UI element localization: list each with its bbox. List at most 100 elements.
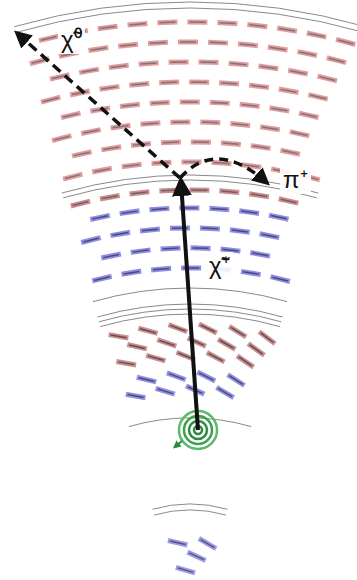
sensor-strip: [137, 377, 156, 382]
sensor-strip: [268, 47, 288, 50]
sensor-strip: [241, 165, 261, 168]
spiral-arrow: [176, 441, 182, 446]
sensor-strip: [41, 97, 60, 102]
sensor-core: [123, 271, 139, 274]
sensor-core: [193, 247, 209, 249]
sensor-strip: [189, 79, 209, 84]
sensor-core: [158, 389, 173, 394]
sensor-strip: [61, 113, 81, 117]
sensor-strip: [217, 23, 237, 24]
sensor-strip: [200, 225, 220, 231]
sensor-strip: [207, 352, 225, 361]
sensor-strip: [191, 139, 211, 144]
sensor-core: [199, 373, 213, 380]
sensor-strip: [288, 70, 308, 74]
sensor-core: [122, 211, 138, 213]
sensor-strip: [218, 339, 235, 349]
sensor-core: [102, 196, 118, 199]
sensor-strip: [120, 211, 140, 214]
chargino-track: [181, 182, 198, 430]
sensor-strip: [187, 552, 205, 560]
sensor-core: [271, 108, 287, 111]
sensor-core: [202, 227, 218, 229]
neutralino-track: [18, 34, 180, 178]
sensor-core: [223, 143, 239, 144]
sensor-strip: [216, 387, 233, 397]
sensor-strip: [110, 232, 130, 235]
sensor-core: [242, 104, 258, 106]
sensor-strip: [100, 86, 120, 89]
sensor-strip: [159, 188, 179, 194]
sensor-core: [92, 216, 108, 219]
sensor-core: [243, 272, 259, 275]
sensor-core: [73, 202, 89, 206]
sensor-strip: [178, 39, 198, 44]
sensor-strip: [168, 541, 188, 545]
sensor-core: [171, 61, 187, 63]
sensor-core: [260, 66, 276, 68]
sensor-strip: [229, 326, 246, 337]
sensor-core: [81, 69, 97, 72]
sensor-strip: [239, 211, 259, 214]
sensor-strip: [170, 119, 190, 124]
sensor-core: [261, 333, 274, 343]
sensor-core: [94, 277, 110, 281]
sensor-strip: [318, 76, 337, 81]
sensor-core: [142, 229, 158, 231]
sensor-strip: [118, 44, 138, 46]
sensor-core: [111, 65, 127, 67]
sensor-core: [191, 81, 207, 83]
sensor-core: [189, 21, 205, 23]
sensor-core: [83, 238, 99, 242]
sensor-strip: [170, 225, 190, 230]
sensor-strip: [187, 19, 207, 24]
sensor-core: [128, 395, 144, 398]
sensor-core: [65, 175, 81, 179]
sensor-core: [299, 52, 315, 55]
sensor-strip: [157, 20, 177, 26]
sensor-strip: [327, 58, 346, 63]
sensor-core: [239, 357, 252, 366]
sensor-core: [103, 254, 119, 257]
sensor-core: [223, 249, 239, 251]
sensor-core: [124, 165, 140, 167]
sensor-strip: [200, 120, 220, 126]
sensor-strip: [70, 91, 90, 95]
sensor-strip: [146, 355, 165, 361]
sensor-core: [100, 26, 116, 28]
sensor-strip: [72, 152, 92, 156]
sensor-core: [319, 77, 335, 81]
sensor-strip: [240, 104, 260, 106]
sensor-strip: [138, 328, 157, 333]
sensor-core: [72, 91, 88, 94]
sensor-strip: [199, 324, 217, 333]
sensor-core: [130, 24, 146, 25]
sensor-strip: [131, 250, 151, 253]
sensor-core: [163, 247, 179, 249]
sensor-strip: [259, 332, 275, 344]
sensor-core: [139, 378, 155, 382]
sensor-strip: [269, 108, 289, 111]
sensor-strip: [212, 162, 232, 163]
sensor-core: [150, 42, 166, 44]
sensor-core: [122, 104, 138, 106]
sensor-strip: [167, 373, 186, 380]
sensor-strip: [126, 394, 146, 398]
layer-boundary: [63, 180, 317, 198]
sensor-strip: [176, 567, 195, 573]
sensor-core: [148, 356, 163, 360]
sensor-core: [279, 28, 295, 31]
sensor-core: [253, 146, 269, 148]
sensor-core: [292, 132, 308, 135]
sensor-strip: [299, 113, 319, 117]
sensor-core: [262, 234, 278, 237]
sensor-strip: [208, 40, 228, 46]
sensor-strip: [180, 99, 200, 104]
sensor-core: [141, 63, 157, 64]
particle-tracks: [18, 34, 266, 430]
sensor-strip: [71, 201, 90, 206]
sensor-core: [191, 189, 207, 191]
sensor-core: [270, 47, 286, 49]
sensor-strip: [219, 83, 239, 84]
sensor-strip: [199, 59, 219, 65]
